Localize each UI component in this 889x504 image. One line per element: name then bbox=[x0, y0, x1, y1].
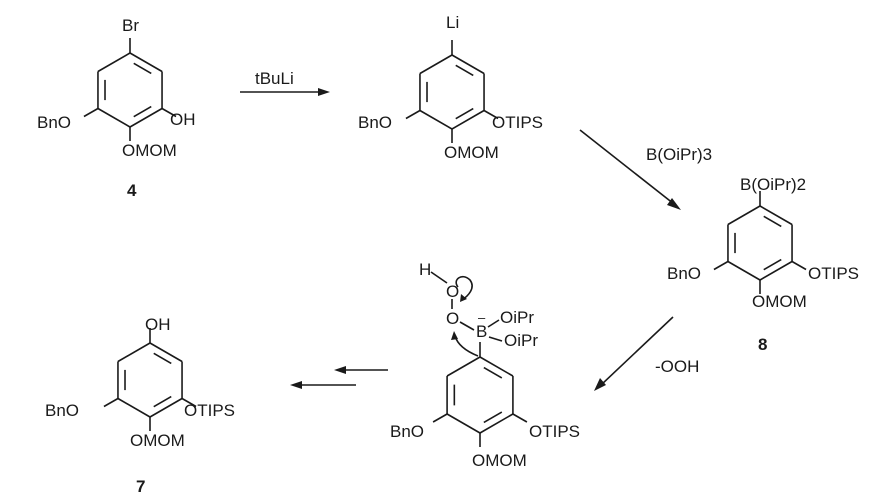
bond-h-o bbox=[430, 271, 448, 284]
substituent-boronate: B(OiPr)2 bbox=[740, 175, 806, 194]
atom-o-upper: O bbox=[446, 282, 459, 301]
atom-o-lower: O bbox=[446, 309, 459, 328]
substituent-omom: OMOM bbox=[122, 141, 177, 160]
arrow-head-icon bbox=[594, 378, 606, 391]
ring-7-substituent-bond bbox=[103, 397, 119, 408]
borate-intermediate: H O O B – OiPr OiPr BnO OTIPS OMOM bbox=[390, 260, 580, 470]
compound-number: 7 bbox=[136, 477, 145, 496]
arrow-head-icon bbox=[318, 88, 330, 96]
ring-lithio-bond bbox=[419, 54, 453, 75]
ring-7-double-bond bbox=[153, 352, 172, 365]
ring-8-double-bond bbox=[763, 258, 782, 271]
ring-7-bond bbox=[149, 342, 183, 363]
reagent-label: B(OiPr)3 bbox=[646, 145, 712, 164]
ring-lithio-double-bond bbox=[455, 64, 474, 77]
substituent-omom: OMOM bbox=[130, 431, 185, 450]
bond-b-o bbox=[488, 336, 503, 342]
substituent-omom: OMOM bbox=[472, 451, 527, 470]
substituent-oipr-1: OiPr bbox=[500, 308, 534, 327]
ring-borate-bond bbox=[446, 413, 481, 434]
ring-lithio-substituent-bond bbox=[483, 109, 499, 120]
ring-borate-double-bond bbox=[483, 366, 503, 379]
arrow-head-icon bbox=[334, 366, 346, 374]
curved-arrow-icon bbox=[455, 275, 473, 301]
ring-7-double-bond bbox=[153, 395, 172, 408]
compound-number: 8 bbox=[758, 335, 767, 354]
ring-4-double-bond bbox=[133, 62, 152, 75]
substituent-otips: OTIPS bbox=[808, 264, 859, 283]
arrow-line bbox=[579, 129, 675, 205]
ring-7-bond bbox=[149, 397, 183, 418]
ring-borate-bond bbox=[479, 356, 514, 377]
ring-4-double-bond bbox=[133, 105, 152, 118]
ring-borate-bond bbox=[446, 356, 481, 377]
multi-step-arrows bbox=[290, 366, 388, 389]
ring-4-bond bbox=[97, 52, 131, 73]
substituent-oh: OH bbox=[145, 315, 171, 334]
substituent-otips: OTIPS bbox=[184, 401, 235, 420]
substituent-bno: BnO bbox=[667, 264, 701, 283]
ring-borate-substituent-bond bbox=[432, 413, 448, 423]
substituent-bno: BnO bbox=[390, 422, 424, 441]
substituent-otips: OTIPS bbox=[529, 422, 580, 441]
compound-8: B(OiPr)2 BnO OTIPS OMOM 8 bbox=[667, 175, 859, 354]
substituent-otips: OTIPS bbox=[492, 113, 543, 132]
ring-7-bond bbox=[117, 342, 151, 363]
ring-8-bond bbox=[727, 260, 761, 281]
ring-lithio-substituent-bond bbox=[405, 109, 421, 120]
lithio-intermediate: Li BnO OTIPS OMOM bbox=[358, 13, 543, 162]
ring-4-bond bbox=[129, 107, 163, 128]
ring-8-substituent-bond bbox=[791, 260, 807, 271]
substituent-bno: BnO bbox=[358, 113, 392, 132]
arrow-head-icon bbox=[667, 198, 681, 210]
compound-7: OH BnO OTIPS OMOM 7 bbox=[45, 315, 235, 496]
substituent-bno: BnO bbox=[37, 113, 71, 132]
ring-4-substituent-bond bbox=[83, 107, 99, 118]
ring-8-double-bond bbox=[763, 215, 782, 228]
ring-8-substituent-bond bbox=[713, 260, 729, 271]
ring-borate-bond bbox=[479, 413, 514, 434]
reaction-arrow-1: tBuLi bbox=[240, 69, 330, 96]
ring-lithio-double-bond bbox=[455, 107, 474, 120]
negative-charge: – bbox=[478, 310, 486, 325]
curved-arrow-head-icon bbox=[451, 331, 458, 340]
ring-7-substituent-bond bbox=[181, 397, 197, 408]
atom-boron: B bbox=[476, 322, 487, 341]
curved-arrow-head-icon bbox=[460, 294, 467, 302]
ring-4-bond bbox=[97, 107, 131, 128]
ring-lithio-bond bbox=[451, 54, 485, 75]
reagent-label: tBuLi bbox=[255, 69, 294, 88]
curved-arrow-icon bbox=[454, 335, 479, 357]
substituent-oh: OH bbox=[170, 110, 196, 129]
ring-lithio-bond bbox=[451, 109, 485, 130]
bond-lines bbox=[83, 38, 807, 447]
substituent-li: Li bbox=[446, 13, 459, 32]
substituent-omom: OMOM bbox=[752, 292, 807, 311]
substituent-br: Br bbox=[122, 16, 139, 35]
arrow-line bbox=[600, 316, 674, 386]
arrow-head-icon bbox=[290, 381, 302, 389]
substituent-oipr-2: OiPr bbox=[504, 331, 538, 350]
reagent-label: -OOH bbox=[655, 357, 699, 376]
bond-b-o bbox=[487, 319, 500, 328]
reaction-arrow-2: B(OiPr)3 bbox=[579, 129, 712, 210]
substituent-bno: BnO bbox=[45, 401, 79, 420]
ring-8-bond bbox=[759, 205, 793, 226]
reaction-arrow-3: -OOH bbox=[594, 316, 699, 391]
compound-number: 4 bbox=[127, 181, 137, 200]
ring-7-bond bbox=[117, 397, 151, 418]
substituent-omom: OMOM bbox=[444, 143, 499, 162]
ring-4-substituent-bond bbox=[161, 107, 177, 118]
ring-lithio-bond bbox=[419, 109, 453, 130]
atom-h: H bbox=[419, 260, 431, 279]
ring-8-bond bbox=[759, 260, 793, 281]
ring-4-bond bbox=[129, 52, 163, 73]
ring-8-bond bbox=[727, 205, 761, 226]
bond-o-b bbox=[459, 321, 475, 331]
ring-borate-double-bond bbox=[483, 411, 503, 424]
ring-borate-substituent-bond bbox=[512, 413, 528, 423]
compound-4: Br BnO OH OMOM 4 bbox=[37, 16, 196, 200]
